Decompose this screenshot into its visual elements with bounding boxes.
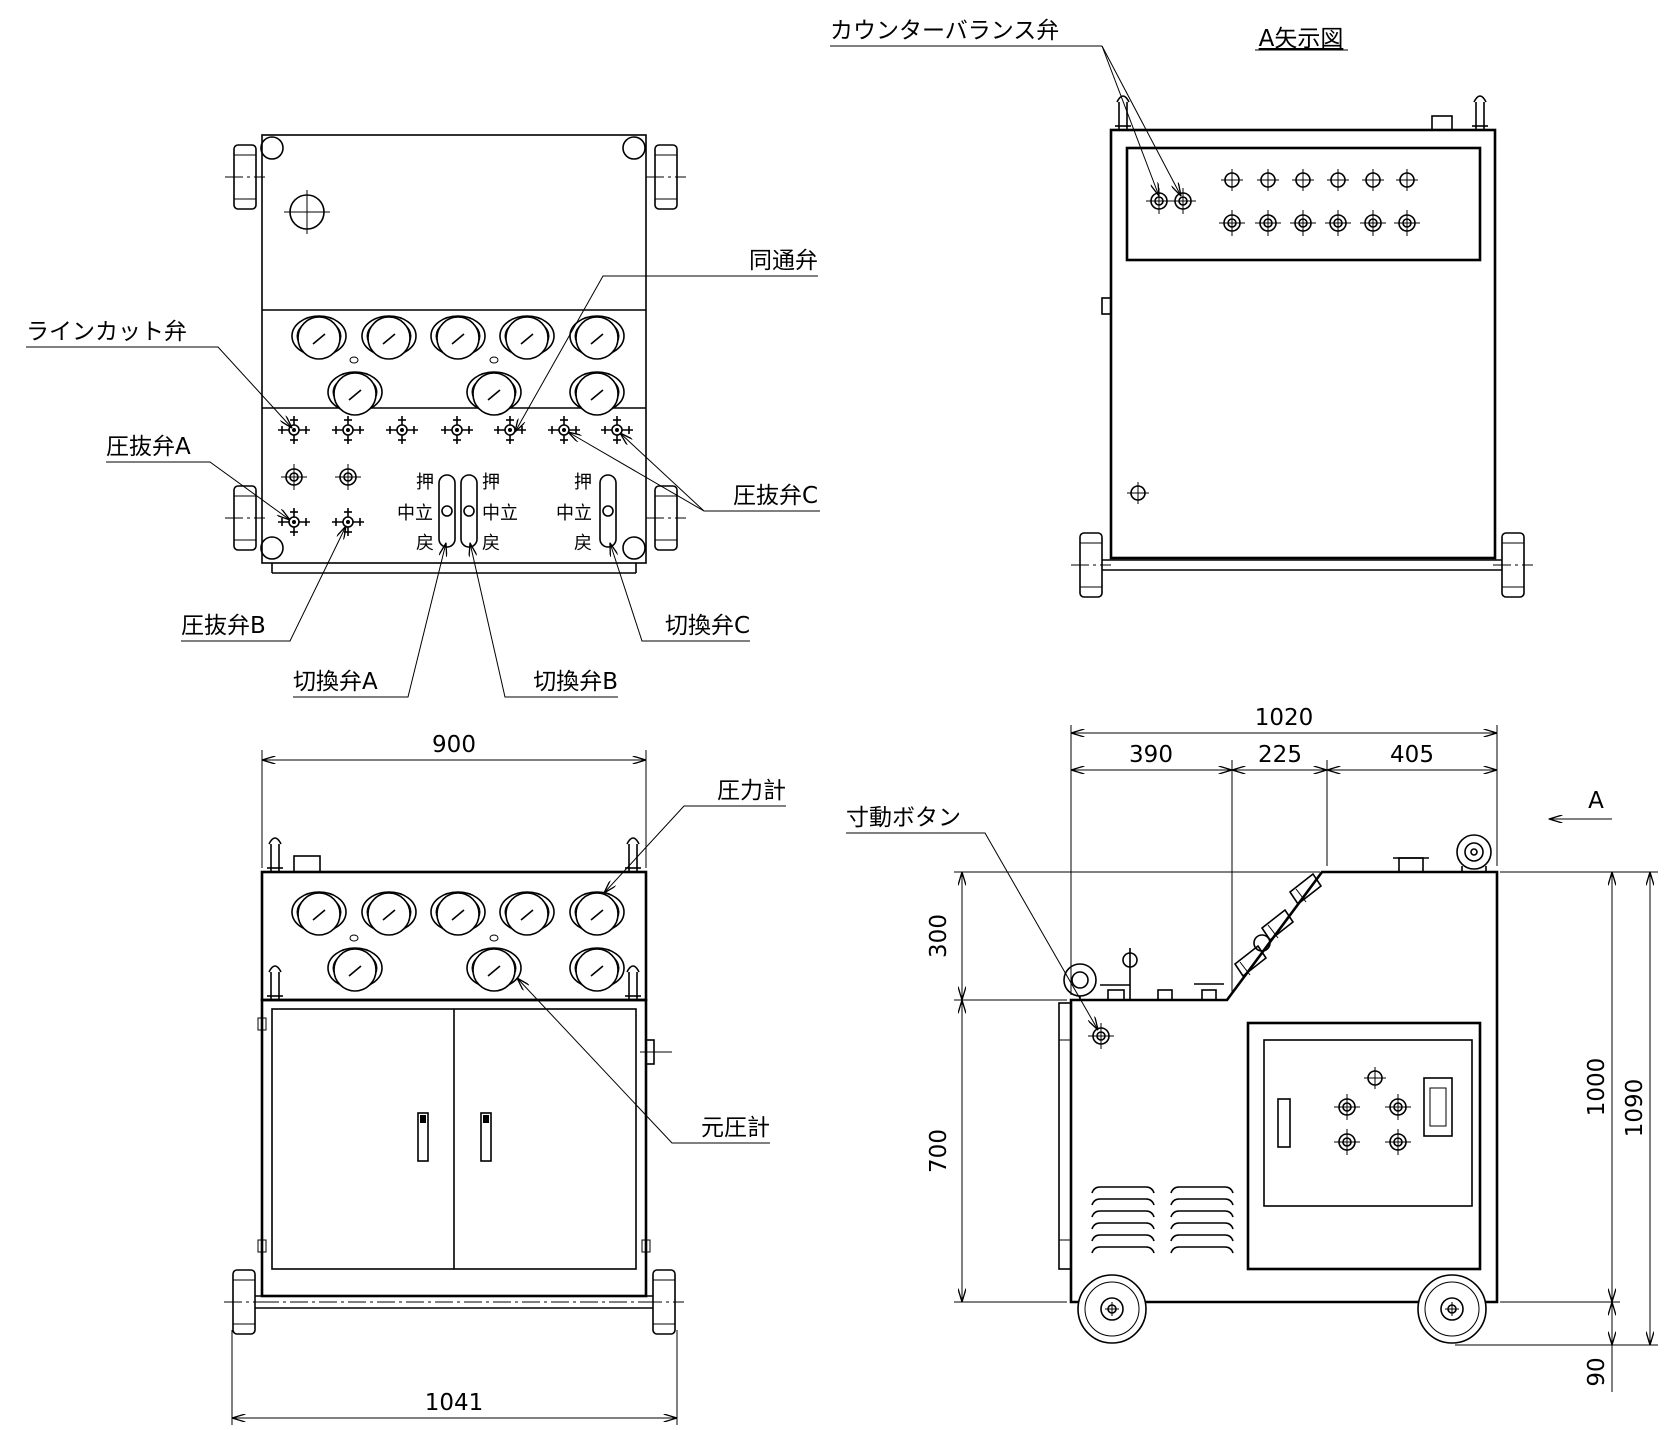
leader-dotsu: 同通弁 — [515, 248, 818, 432]
label-view-a-title: A矢示図 — [1259, 26, 1344, 52]
lever-neutral-label-c: 中立 — [556, 503, 592, 524]
louver-left — [1091, 1186, 1155, 1254]
leader-kirikae-c: 切換弁C — [610, 543, 750, 642]
dim-height-300: 300 — [926, 914, 952, 958]
leader-linecut: ラインカット弁 — [26, 319, 292, 428]
front-view: 900 1041 圧力計 元圧計 — [223, 732, 786, 1425]
leader-pressure-gauge: 圧力計 — [604, 778, 786, 893]
dim-side-seg2: 225 — [1258, 742, 1302, 768]
side-view: 1020 390 225 405 300 700 1000 1090 90 A … — [846, 705, 1658, 1392]
label-counterbalance: カウンターバランス弁 — [830, 18, 1059, 44]
label-atsunuki-b: 圧抜弁B — [181, 613, 266, 639]
slope-valves — [1233, 872, 1323, 978]
top-view: 押 中立 戻 押 中立 戻 押 中立 戻 同通弁 ラインカット弁 圧抜弁A 圧抜… — [26, 134, 820, 698]
dim-height-1000: 1000 — [1584, 1058, 1610, 1117]
dim-height-700: 700 — [926, 1129, 952, 1173]
leader-atsunuki-b: 圧抜弁B — [181, 526, 346, 642]
label-dotsu: 同通弁 — [749, 248, 818, 274]
leader-inching: 寸動ボタン — [846, 805, 1098, 1030]
leader-kirikae-a: 切換弁A — [293, 543, 446, 698]
lever-return-label-b: 戻 — [482, 533, 500, 554]
label-atsunuki-c: 圧抜弁C — [733, 483, 818, 509]
label-inching: 寸動ボタン — [846, 805, 961, 831]
lever-neutral-label-a: 中立 — [397, 503, 433, 524]
lever-neutral-label-b: 中立 — [482, 503, 518, 524]
dim-front-width: 900 — [432, 732, 476, 758]
dim-height-90: 90 — [1584, 1357, 1610, 1386]
dim-side-seg1: 390 — [1129, 742, 1173, 768]
lever-return-label-a: 戻 — [416, 533, 434, 554]
leader-source-gauge: 元圧計 — [517, 978, 770, 1144]
label-kirikae-a: 切換弁A — [293, 669, 378, 695]
label-linecut: ラインカット弁 — [26, 319, 187, 345]
leader-atsunuki-a: 圧抜弁A — [106, 434, 290, 520]
label-arrow-a: A — [1588, 788, 1604, 814]
leader-atsunuki-c: 圧抜弁C — [568, 432, 820, 512]
label-kirikae-b: 切換弁B — [533, 669, 618, 695]
dim-height-1090: 1090 — [1622, 1079, 1648, 1138]
dim-side-total: 1020 — [1255, 705, 1314, 731]
label-kirikae-c: 切換弁C — [665, 613, 750, 639]
dim-side-seg3: 405 — [1390, 742, 1434, 768]
louver-right — [1170, 1186, 1234, 1254]
lever-return-label-c: 戻 — [574, 533, 592, 554]
lever-push-label-a: 押 — [416, 472, 434, 493]
label-pressure-gauge: 圧力計 — [717, 778, 786, 804]
label-source-gauge: 元圧計 — [701, 1115, 770, 1141]
lever-push-label-b: 押 — [482, 472, 500, 493]
label-atsunuki-a: 圧抜弁A — [106, 434, 191, 460]
lever-push-label-c: 押 — [574, 472, 592, 493]
leader-kirikae-b: 切換弁B — [470, 543, 618, 698]
leader-counterbalance: カウンターバランス弁 — [830, 18, 1181, 196]
arrow-view-a: A矢示図 カウンターバランス弁 — [830, 18, 1534, 598]
dim-overall-width: 1041 — [425, 1390, 484, 1416]
